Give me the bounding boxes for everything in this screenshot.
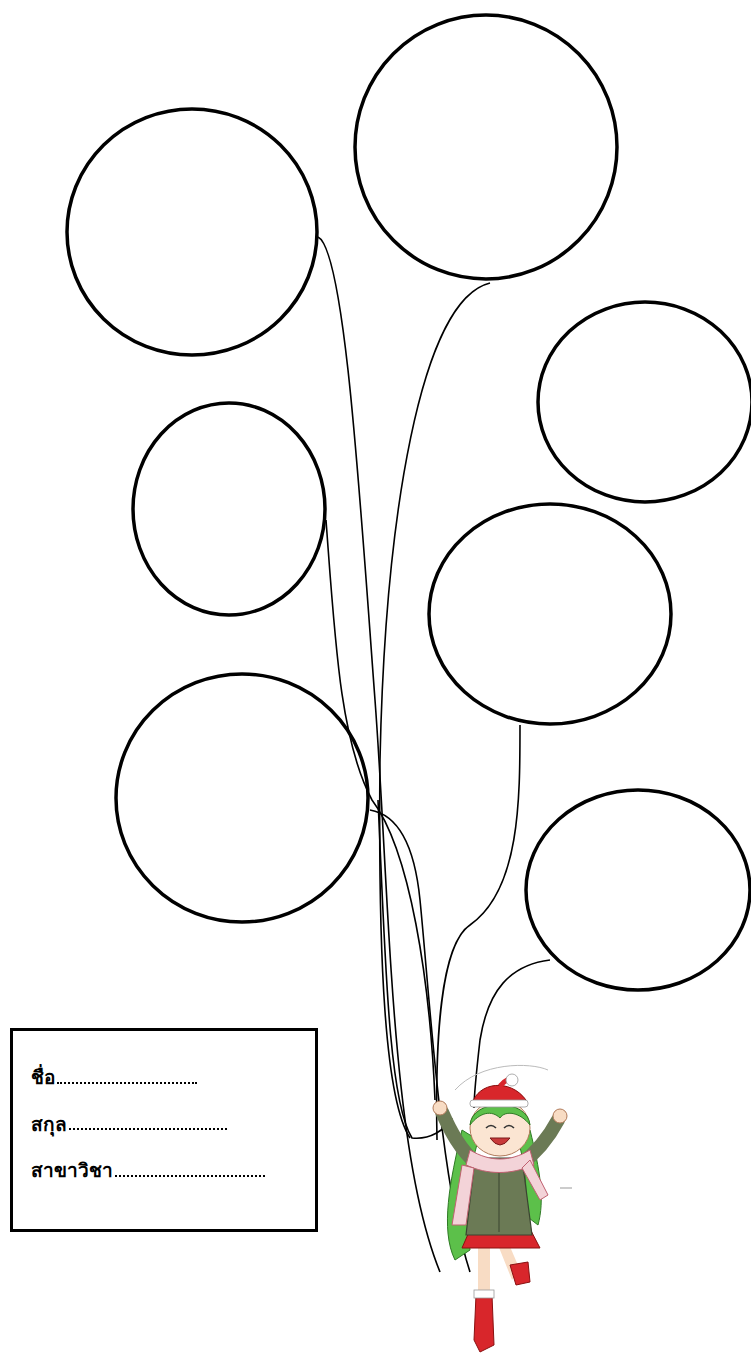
form-field-row: สกุล <box>31 1112 297 1137</box>
dotted-fill-line <box>115 1174 265 1177</box>
balloons <box>67 15 751 990</box>
field-label: สาขาวิชา <box>31 1158 113 1183</box>
dotted-fill-line <box>69 1127 227 1130</box>
name-form-box: ชื่อสกุลสาขาวิชา <box>10 1028 318 1232</box>
dotted-fill-line <box>57 1081 197 1084</box>
balloon-strings <box>318 237 550 1272</box>
field-label: ชื่อ <box>31 1065 55 1090</box>
girl-figure <box>433 1065 572 1352</box>
field-label: สกุล <box>31 1112 67 1137</box>
form-field-row: ชื่อ <box>31 1065 297 1090</box>
form-field-row: สาขาวิชา <box>31 1158 297 1183</box>
